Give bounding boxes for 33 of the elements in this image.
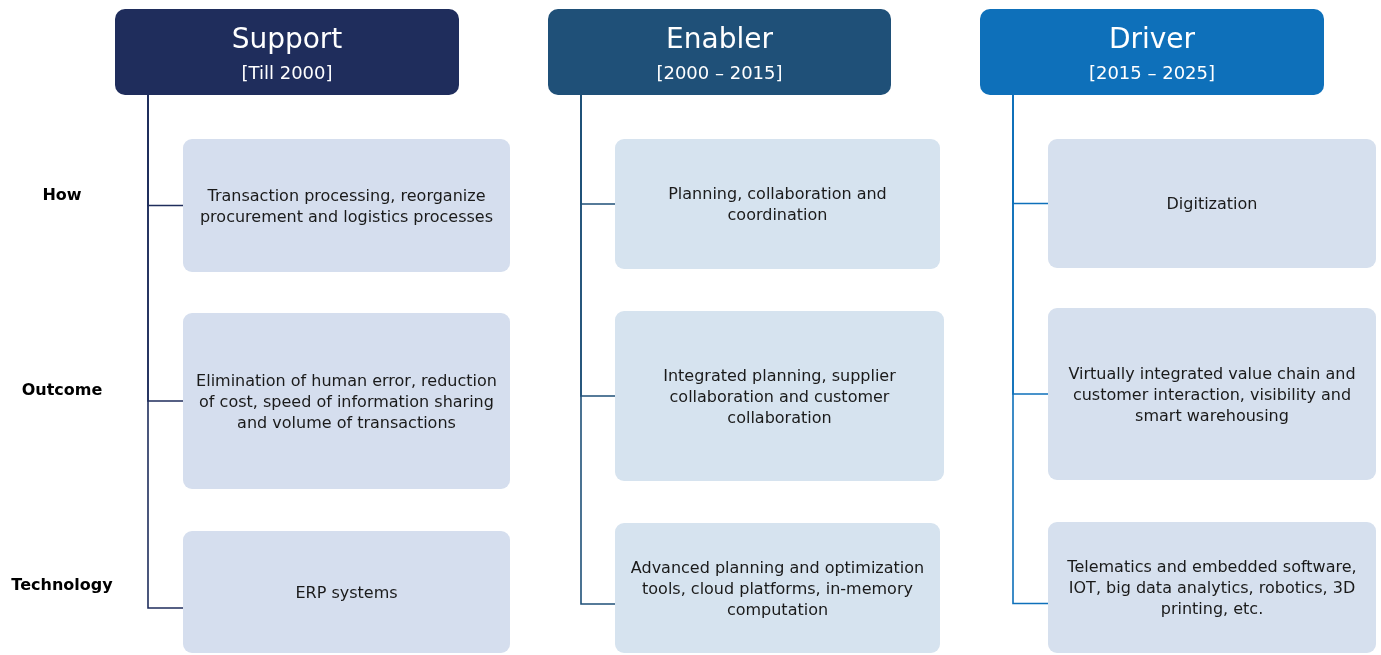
content-box — [183, 139, 510, 272]
header-box — [115, 9, 459, 95]
period-label: [Till 2000] — [241, 61, 333, 83]
row-label: How — [41, 185, 83, 204]
stage-title: Support — [231, 21, 343, 56]
description-text: Advanced planning and optimization tools, cloud platforms, in-memory computation — [629, 556, 926, 620]
header-box — [548, 9, 891, 95]
content-box — [1048, 308, 1376, 480]
content-box — [183, 531, 510, 653]
content-box — [615, 311, 944, 481]
content-box — [183, 313, 510, 489]
connector-line — [580, 94, 616, 605]
description-text: Digitization — [1166, 193, 1258, 214]
stage-title: Driver — [1108, 21, 1196, 56]
content-box — [615, 523, 940, 653]
period-label: [2015 – 2025] — [1088, 61, 1216, 83]
description-text: Planning, collaboration and coordination — [667, 183, 888, 225]
description-text: Integrated planning, supplier collaboration and customer collaboration — [662, 364, 897, 428]
content-box — [615, 139, 940, 269]
row-label: Technology — [10, 575, 114, 594]
content-box — [1048, 139, 1376, 268]
description-text: Transaction processing, reorganize procurement and logistics processes — [198, 184, 495, 227]
stage-title: Enabler — [666, 21, 773, 56]
period-label: [2000 – 2015] — [656, 61, 783, 83]
row-label: Outcome — [20, 380, 104, 399]
connector-line — [1012, 94, 1049, 605]
header-box — [980, 9, 1324, 95]
description-text: Telematics and embedded software, IOT, big data analytics, robotics, 3D printing, etc. — [1066, 556, 1358, 619]
description-text: Elimination of human error, reduction of cost, speed of information sharing and volume of transactions — [195, 369, 498, 433]
description-text: ERP systems — [295, 581, 398, 603]
content-box — [1048, 522, 1376, 653]
connector-line — [147, 94, 184, 609]
description-text: Virtually integrated value chain and customer interaction, visibility and smart warehousing — [1067, 362, 1357, 426]
